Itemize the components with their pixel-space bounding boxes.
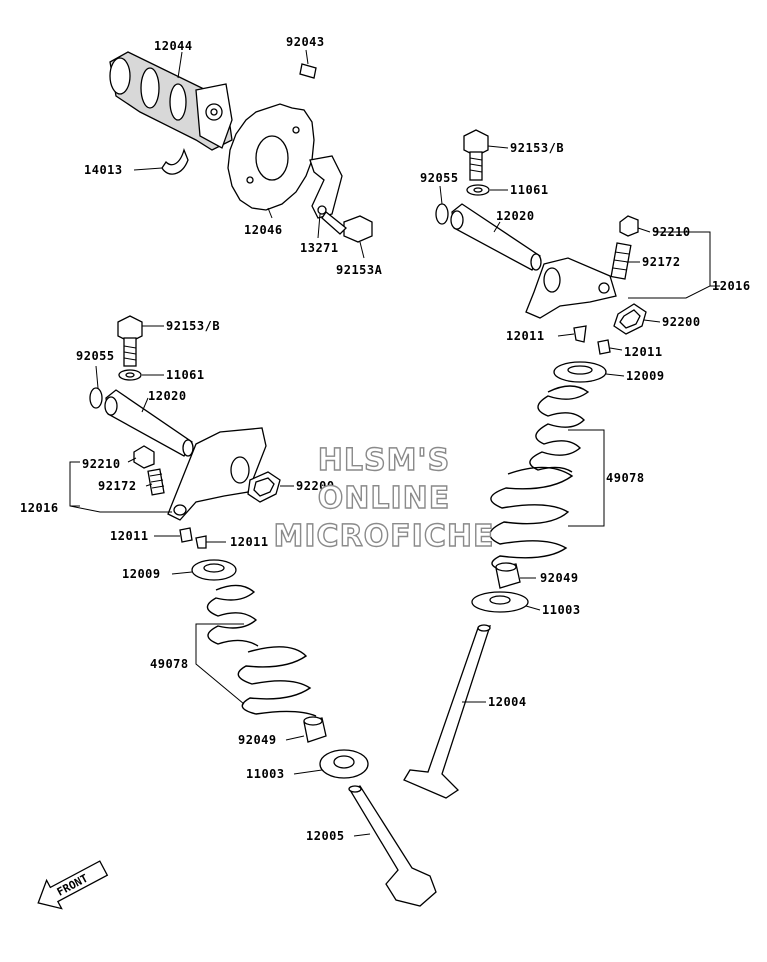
seat-11003-right: [471, 591, 529, 613]
label-11061-left: 11061: [166, 368, 205, 382]
seal-92049-left: [303, 716, 327, 743]
label-92210-left: 92210: [82, 457, 121, 471]
outer-spring-49078-right: [489, 466, 574, 573]
label-49078-right: 49078: [606, 471, 645, 485]
label-11061-right: 11061: [510, 183, 549, 197]
label-49078-left: 49078: [150, 657, 189, 671]
label-12005: 12005: [306, 829, 345, 843]
washer-11061-right: [466, 184, 490, 196]
o-ring-92055-right: [435, 203, 449, 225]
label-92055-right: 92055: [420, 171, 459, 185]
part-labels: 12044 92043 14013 12046 13271 92153A 921…: [20, 35, 751, 843]
label-92172-left: 92172: [98, 479, 137, 493]
outer-spring-49078-left: [237, 646, 317, 717]
retainer-12009-right: [553, 361, 607, 383]
nut-92210-right: [619, 215, 639, 237]
label-92049-right: 92049: [540, 571, 579, 585]
label-12046: 12046: [244, 223, 283, 237]
circlip-14013: [161, 147, 189, 175]
label-12009-right: 12009: [626, 369, 665, 383]
inner-spring-49078-right: [529, 385, 590, 473]
label-92049-left: 92049: [238, 733, 277, 747]
nut-92210-left: [133, 445, 155, 469]
seat-11003-left: [319, 749, 369, 779]
label-12004: 12004: [488, 695, 527, 709]
label-92153A: 92153A: [336, 263, 383, 277]
bolt-92153B-left: [117, 315, 143, 367]
label-12044: 12044: [154, 39, 193, 53]
watermark-line-3: MICROFICHE: [274, 519, 495, 554]
label-12011-right-a: 12011: [506, 329, 545, 343]
label-13271: 13271: [300, 241, 339, 255]
retainer-12009-left: [191, 559, 237, 581]
rocker-shaft-12020-left: [104, 389, 194, 457]
rocker-arm-12016-right: [525, 257, 617, 319]
shim-92200-right: [613, 303, 647, 335]
label-92055-left: 92055: [76, 349, 115, 363]
cotter-12011-left-a: [179, 527, 193, 543]
bolt-92153A: [321, 211, 373, 243]
label-11003-right: 11003: [542, 603, 581, 617]
watermark: HLSM'S ONLINE MICROFICHE: [273, 442, 495, 554]
plate-13271: [309, 155, 343, 219]
label-92043: 92043: [286, 35, 325, 49]
watermark-line-2: ONLINE: [318, 481, 451, 516]
label-12011-left-b: 12011: [230, 535, 269, 549]
rocker-shaft-12020-right: [450, 203, 542, 271]
label-92153B-right: 92153/B: [510, 141, 564, 155]
cam-sprocket-12046: [227, 103, 315, 211]
label-92200-right: 92200: [662, 315, 701, 329]
rocker-arm-12016-left: [167, 427, 267, 521]
valve-12004: [403, 624, 491, 799]
cotter-12011-left-b: [195, 535, 207, 549]
label-92172-right: 92172: [642, 255, 681, 269]
adjust-screw-92172-left: [147, 468, 165, 496]
label-14013: 14013: [84, 163, 123, 177]
front-arrow-icon: FRONT: [37, 860, 109, 910]
shim-92200-left: [247, 471, 281, 503]
dowel-pin-92043: [299, 63, 317, 79]
label-12020-left: 12020: [148, 389, 187, 403]
label-11003-left: 11003: [246, 767, 285, 781]
cotter-12011-right-b: [597, 339, 611, 355]
seal-92049-right: [495, 562, 521, 589]
cotter-12011-right-a: [573, 325, 587, 343]
label-12011-right-b: 12011: [624, 345, 663, 359]
o-ring-92055-left: [89, 387, 103, 409]
label-12016-right: 12016: [712, 279, 751, 293]
label-92210-right: 92210: [652, 225, 691, 239]
valve-12005: [348, 785, 437, 907]
washer-11061-left: [118, 369, 142, 381]
inner-spring-49078-left: [206, 584, 259, 647]
watermark-line-1: HLSM'S: [318, 443, 450, 478]
adjust-screw-92172-right: [610, 242, 632, 280]
label-92200-left: 92200: [296, 479, 335, 493]
label-12016-left: 12016: [20, 501, 59, 515]
camshaft-12044: [109, 51, 233, 151]
label-12009-left: 12009: [122, 567, 161, 581]
leader-lines: [69, 49, 720, 837]
label-92153B-left: 92153/B: [166, 319, 220, 333]
bolt-92153B-right: [463, 129, 489, 181]
label-12020-right: 12020: [496, 209, 535, 223]
label-12011-left-a: 12011: [110, 529, 149, 543]
